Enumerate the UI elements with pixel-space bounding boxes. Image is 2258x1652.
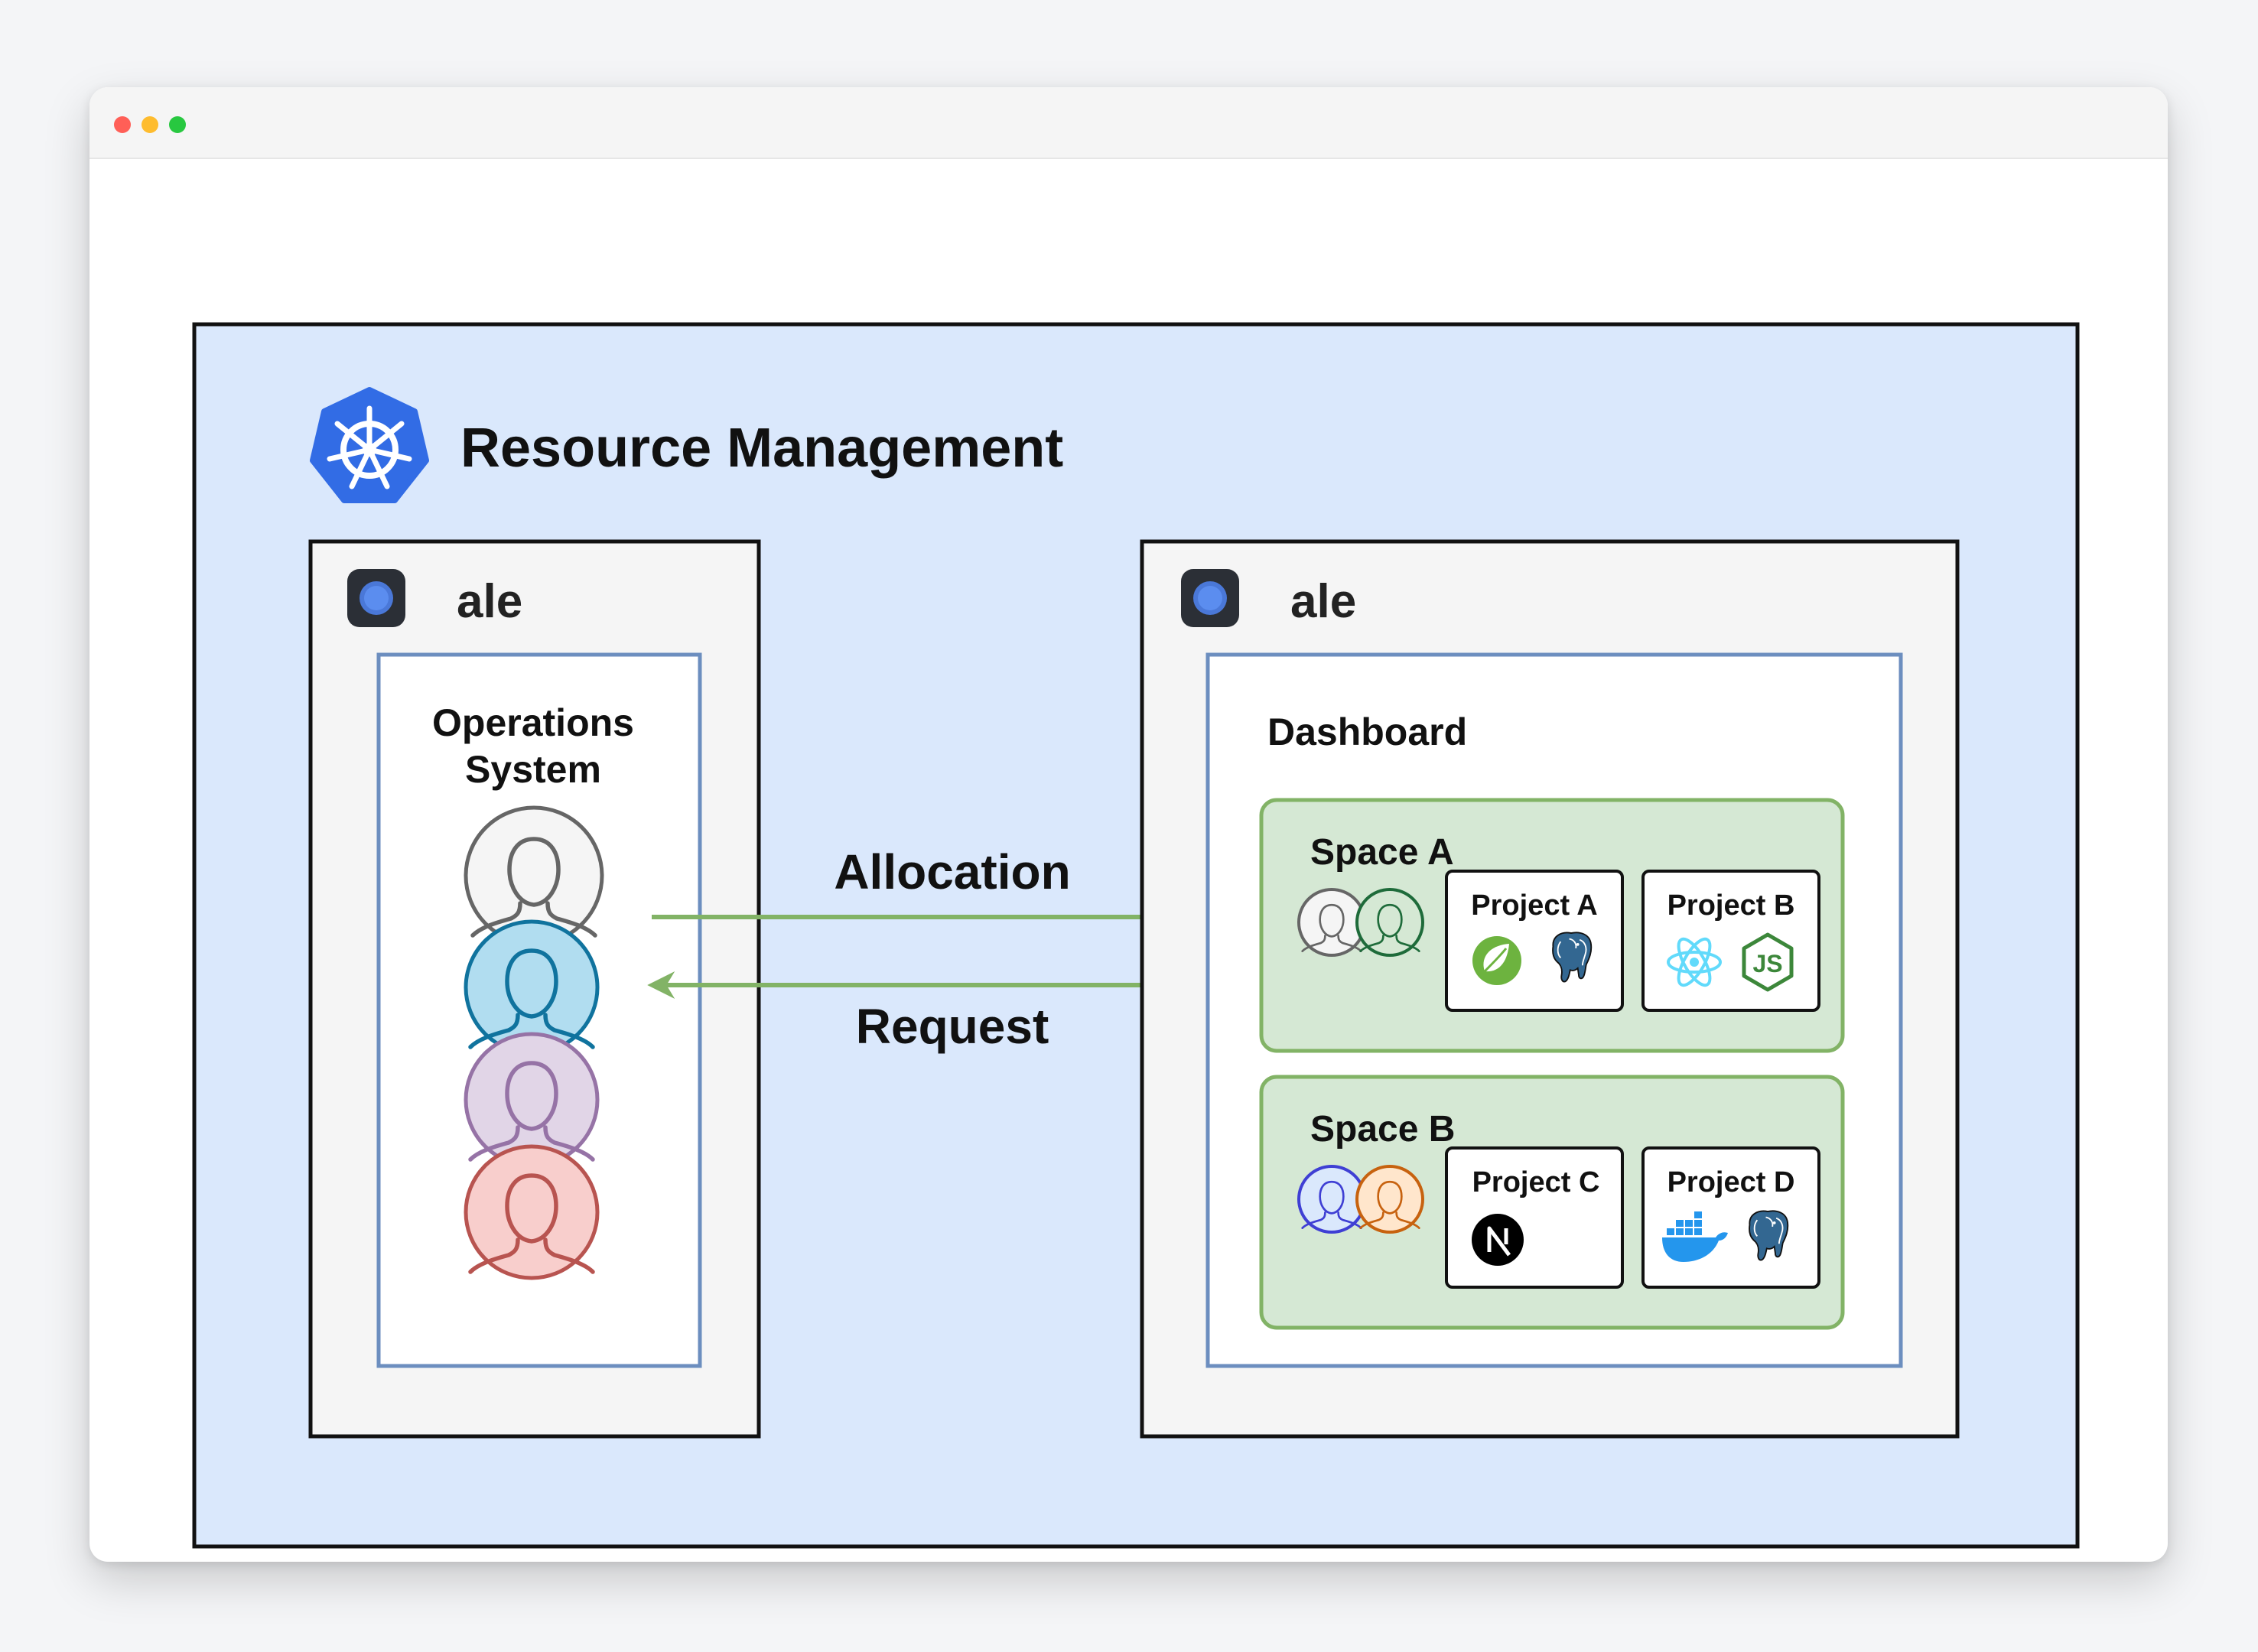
react-icon [1667,937,1722,987]
diagram-svg: Resource Management ale Operations Syste… [192,322,2080,1549]
project-a-card: Project A [1445,870,1624,1012]
space-a-member-green [1355,888,1424,957]
kubernetes-icon [310,387,429,503]
spring-icon [1472,936,1521,985]
project-b-card: Project B JS [1641,870,1820,1012]
right-server-brand: ale [1290,575,1356,628]
space-b-member-blue [1297,1165,1366,1234]
operations-system-title-line1: Operations [432,701,634,744]
space-a-member-gray [1297,888,1366,957]
dashboard-title: Dashboard [1267,711,1467,753]
ale-logo-icon [347,569,405,627]
svg-text:JS: JS [1752,950,1782,977]
allocation-label: Allocation [834,844,1070,899]
zoom-window-button[interactable] [169,116,186,133]
browser-window: Resource Management ale Operations Syste… [89,87,2168,1562]
space-a: Space A Project A [1259,798,1845,1053]
project-b-label: Project B [1667,889,1795,922]
space-b: Space B Project C [1259,1075,1845,1330]
diagram-canvas: Resource Management ale Operations Syste… [89,158,2168,1562]
project-c-label: Project C [1472,1166,1600,1198]
project-d-card: Project D [1641,1146,1820,1289]
project-c-card: Project C [1445,1146,1624,1289]
nextjs-icon [1472,1214,1524,1266]
left-server-brand: ale [457,575,522,628]
window-titlebar [89,87,2168,159]
request-label: Request [856,999,1049,1054]
nodejs-icon: JS [1742,932,1794,992]
space-b-label: Space B [1310,1109,1455,1150]
operations-system-title-line2: System [465,748,601,791]
space-a-label: Space A [1310,832,1454,873]
diagram-title: Resource Management [460,418,1063,479]
ale-logo-icon [1181,569,1239,627]
operator-user-red [464,1144,600,1280]
docker-icon [1662,1211,1728,1262]
minimize-window-button[interactable] [142,116,158,133]
space-b-member-orange [1355,1165,1424,1234]
close-window-button[interactable] [114,116,131,133]
project-d-label: Project D [1667,1166,1795,1198]
project-a-label: Project A [1471,889,1597,922]
